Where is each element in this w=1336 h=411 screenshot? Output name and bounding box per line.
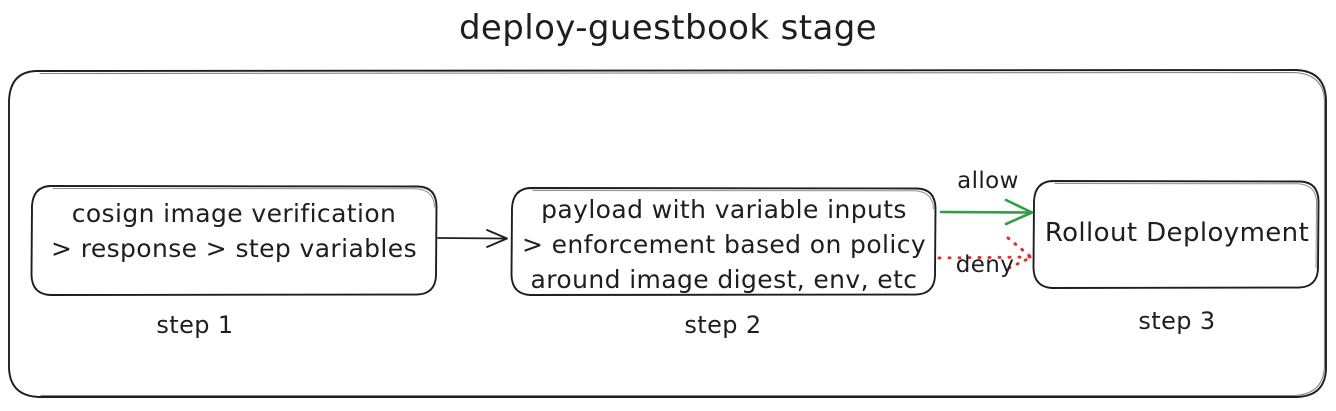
edge-allow-label: allow: [957, 168, 1019, 194]
step2-label: step 2: [684, 311, 762, 339]
edge-deny-label: deny: [955, 252, 1015, 278]
edge-step1-step2: [437, 229, 508, 248]
step2-box-text: payload with variable inputs > enforceme…: [521, 195, 927, 294]
page-title: deploy-guestbook stage: [458, 8, 878, 48]
step1-box-text: cosign image verification > response > s…: [51, 199, 417, 263]
step3-label: step 3: [1138, 307, 1216, 335]
step2-box[interactable]: [510, 187, 937, 296]
step1-label: step 1: [156, 311, 234, 339]
step3-box-text: Rollout Deployment: [1044, 218, 1310, 248]
step3-box[interactable]: [1032, 180, 1320, 289]
stage-container-outline: [8, 69, 1327, 398]
step1-box[interactable]: [30, 185, 438, 296]
edge-deny-arrow: [937, 236, 1033, 270]
edge-allow-arrow: [939, 198, 1034, 226]
